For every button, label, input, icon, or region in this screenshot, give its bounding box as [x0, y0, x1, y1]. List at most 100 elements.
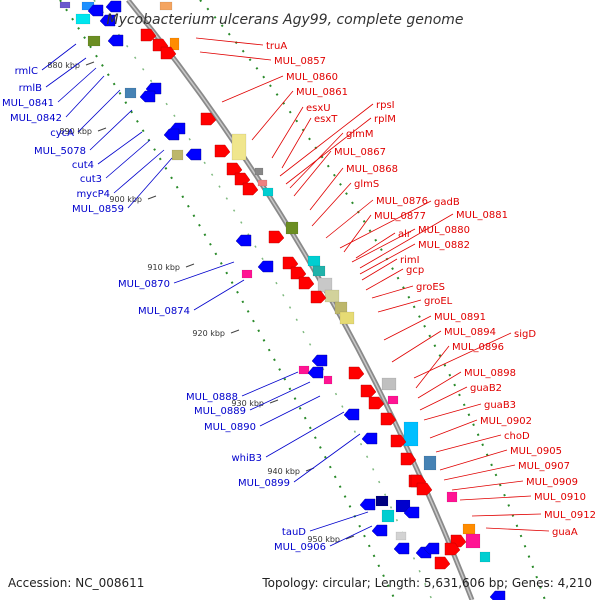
- gene-label-mul-0842[interactable]: MUL_0842: [10, 113, 62, 124]
- gene-label-cut4[interactable]: cut4: [72, 160, 94, 171]
- gene-block: [124, 87, 137, 99]
- gene-block: [231, 133, 247, 161]
- gene-label-mul-0880[interactable]: MUL_0880: [418, 225, 470, 236]
- callout-line: [471, 513, 542, 517]
- callout-line: [193, 279, 245, 311]
- gene-label-chod[interactable]: choD: [504, 431, 530, 442]
- gene-label-mul-0868[interactable]: MUL_0868: [346, 164, 398, 175]
- gene-label-mul-0857[interactable]: MUL_0857: [274, 56, 326, 67]
- reverse-gene-arrow: [343, 408, 360, 421]
- gene-label-cut3[interactable]: cut3: [80, 174, 102, 185]
- gene-block: [59, 1, 71, 9]
- gene-label-mul-0882[interactable]: MUL_0882: [418, 240, 470, 251]
- callout-line: [309, 511, 369, 532]
- gene-label-esxt[interactable]: esxT: [314, 114, 338, 125]
- callout-line: [485, 527, 550, 532]
- gene-label-mul-0890[interactable]: MUL_0890: [204, 422, 256, 433]
- gene-label-rpsi[interactable]: rpsI: [376, 100, 395, 111]
- reverse-gene-arrow: [307, 366, 324, 379]
- gene-label-alr[interactable]: alr: [398, 229, 412, 240]
- callout-line: [329, 525, 373, 547]
- callout-line: [45, 57, 87, 88]
- tick-mark: [85, 61, 95, 66]
- tick-label-900-kbp: 900 kbp: [109, 195, 142, 204]
- gene-label-groes[interactable]: groES: [416, 282, 445, 293]
- gene-label-mul-0910[interactable]: MUL_0910: [534, 492, 586, 503]
- forward-gene-arrow: [200, 112, 217, 126]
- gene-label-mul-0877[interactable]: MUL_0877: [374, 211, 426, 222]
- gene-label-mul-0898[interactable]: MUL_0898: [464, 368, 516, 379]
- gene-label-esxu[interactable]: esxU: [306, 103, 331, 114]
- tick-mark: [147, 195, 157, 200]
- gene-block: [285, 221, 299, 235]
- gene-label-mul-0860[interactable]: MUL_0860: [286, 72, 338, 83]
- gene-label-glmm[interactable]: glmM: [346, 129, 374, 140]
- forward-gene-arrow: [400, 452, 417, 466]
- gene-label-mul-0894[interactable]: MUL_0894: [444, 327, 496, 338]
- gene-label-mul-0874[interactable]: MUL_0874: [138, 306, 190, 317]
- gene-label-glms[interactable]: glmS: [354, 179, 379, 190]
- gene-label-mul-0899[interactable]: MUL_0899: [238, 478, 290, 489]
- gene-block: [403, 421, 419, 447]
- gene-block: [375, 495, 389, 507]
- gene-label-groel[interactable]: groEL: [424, 296, 453, 307]
- callout-line: [293, 433, 361, 483]
- gene-label-mul-0889[interactable]: MUL_0889: [194, 406, 246, 417]
- gene-label-mul-0861[interactable]: MUL_0861: [296, 87, 348, 98]
- callout-line: [289, 132, 344, 189]
- callout-line: [371, 285, 414, 299]
- tick-label-910-kbp: 910 kbp: [147, 263, 180, 272]
- forward-gene-arrow: [214, 144, 231, 158]
- forward-gene-arrow: [348, 366, 365, 380]
- gene-label-mul-0888[interactable]: MUL_0888: [186, 392, 238, 403]
- gene-label-rmlb[interactable]: rmlB: [19, 83, 42, 94]
- gene-label-guab2[interactable]: guaB2: [470, 383, 502, 394]
- gene-label-mul-0870[interactable]: MUL_0870: [118, 279, 170, 290]
- gene-label-mul-0905[interactable]: MUL_0905: [510, 446, 562, 457]
- gene-label-cyca[interactable]: cycA: [50, 128, 74, 139]
- gene-label-mul-5078[interactable]: MUL_5078: [34, 146, 86, 157]
- gene-label-rmlc[interactable]: rmlC: [15, 66, 38, 77]
- gene-block: [87, 35, 101, 47]
- callout-line: [419, 386, 468, 411]
- gene-label-gadb[interactable]: gadB: [434, 197, 460, 208]
- reverse-gene-arrow: [489, 590, 506, 600]
- topology-text: Topology: circular; Length: 5,631,606 bp…: [261, 576, 592, 590]
- gene-label-guab3[interactable]: guaB3: [484, 400, 516, 411]
- gene-label-guaa[interactable]: guaA: [552, 527, 578, 538]
- gene-label-mul-0912[interactable]: MUL_0912: [544, 510, 596, 521]
- gene-label-mul-0902[interactable]: MUL_0902: [480, 416, 532, 427]
- gene-block: [312, 265, 326, 277]
- gene-label-gcp[interactable]: gcp: [406, 265, 424, 276]
- gene-block: [381, 509, 395, 523]
- gene-label-mul-0881[interactable]: MUL_0881: [456, 210, 508, 221]
- gene-block: [241, 269, 253, 279]
- gene-label-rimi[interactable]: rimI: [400, 255, 420, 266]
- gene-label-mycp4[interactable]: mycP4: [76, 189, 110, 200]
- gene-label-mul-0909[interactable]: MUL_0909: [526, 477, 578, 488]
- gene-label-mul-0876[interactable]: MUL_0876: [376, 196, 428, 207]
- gene-label-whib3[interactable]: whiB3: [231, 453, 262, 464]
- callout-line: [355, 232, 396, 259]
- callout-line: [41, 43, 77, 71]
- tick-label-880-kbp: 880 kbp: [47, 61, 80, 70]
- gene-label-mul-0896[interactable]: MUL_0896: [452, 342, 504, 353]
- reverse-gene-arrow: [107, 34, 124, 47]
- gene-label-mul-0906[interactable]: MUL_0906: [274, 542, 326, 553]
- gene-label-mul-0907[interactable]: MUL_0907: [518, 461, 570, 472]
- gene-label-mul-0841[interactable]: MUL_0841: [2, 98, 54, 109]
- gene-label-taud[interactable]: tauD: [282, 527, 306, 538]
- reverse-gene-arrow: [393, 542, 410, 555]
- forward-gene-arrow: [434, 556, 451, 570]
- gene-block: [323, 375, 333, 385]
- gene-block: [298, 365, 310, 375]
- callout-line: [265, 411, 345, 458]
- gene-label-rplm[interactable]: rplM: [374, 114, 396, 125]
- gene-label-mul-0867[interactable]: MUL_0867: [334, 147, 386, 158]
- gene-block: [479, 551, 491, 563]
- gene-label-trua[interactable]: truA: [266, 41, 287, 52]
- gene-label-mul-0859[interactable]: MUL_0859: [72, 204, 124, 215]
- gene-label-sigd[interactable]: sigD: [514, 329, 536, 340]
- gene-label-mul-0891[interactable]: MUL_0891: [434, 312, 486, 323]
- forward-gene-arrow: [368, 396, 385, 410]
